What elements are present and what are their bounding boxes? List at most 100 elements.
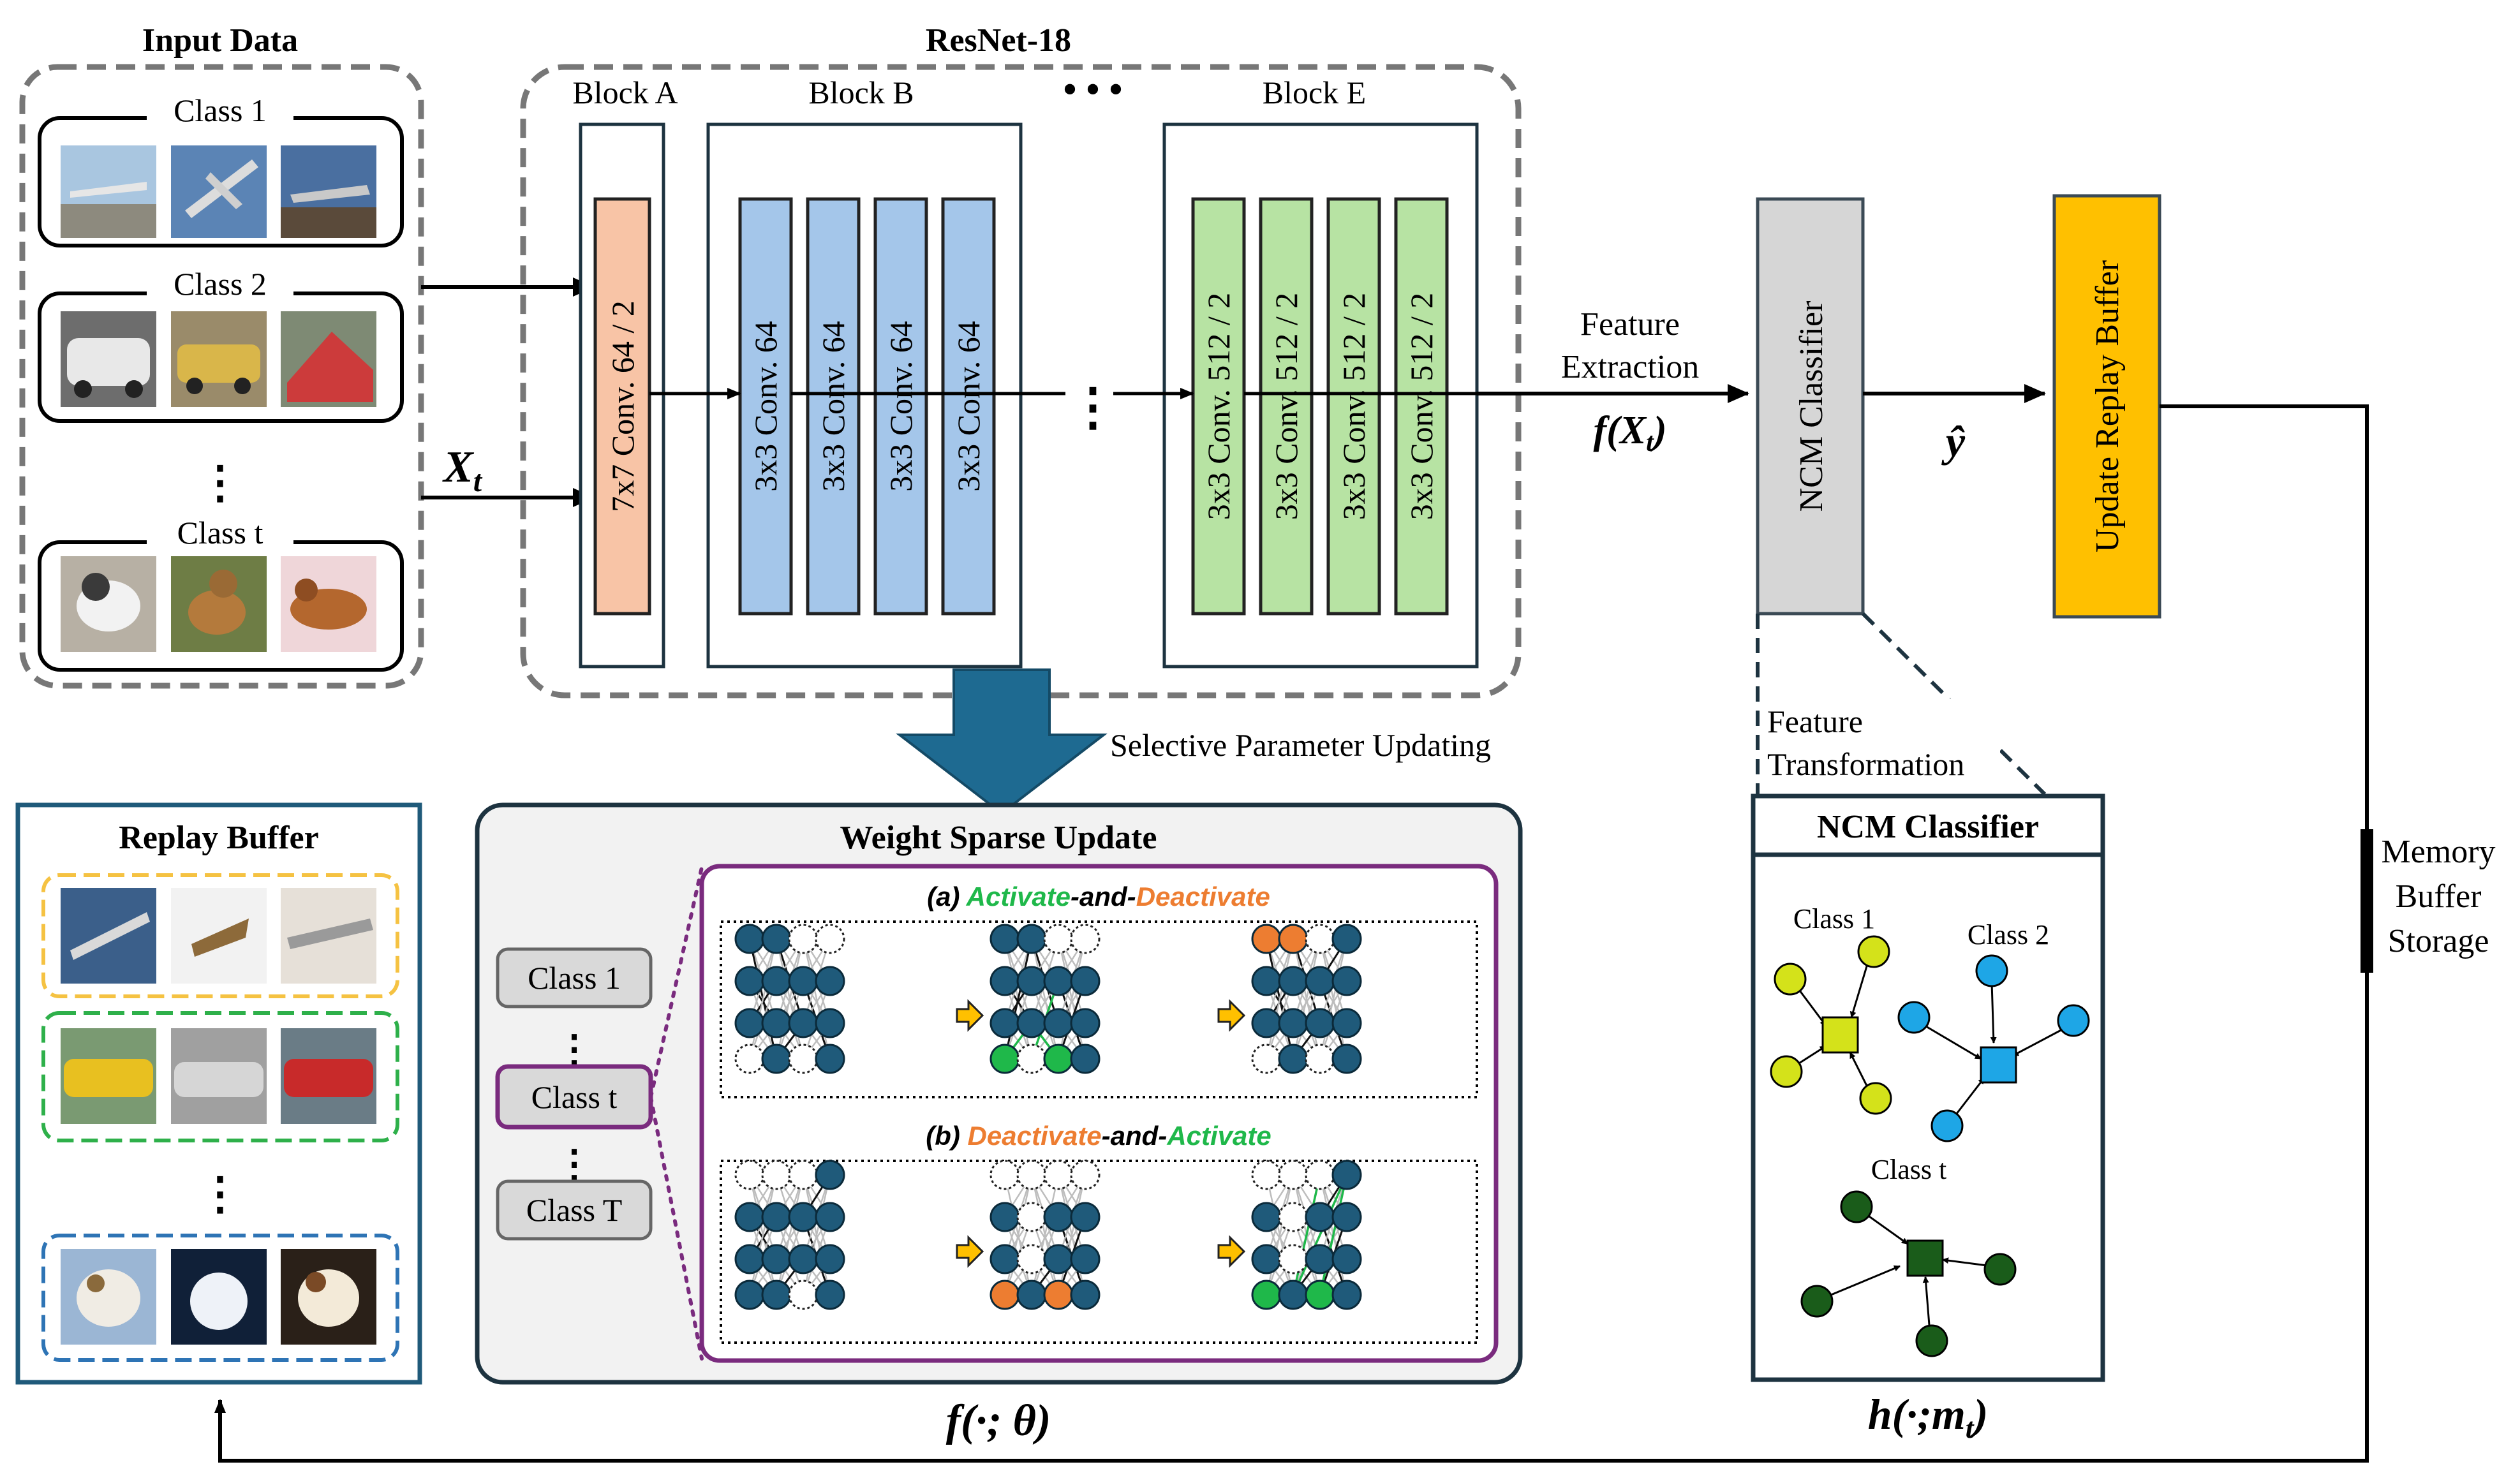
network-node [1331, 1244, 1362, 1274]
block-b-conv-2-label: 3x3 Conv. 64 [815, 321, 851, 492]
network-node [1251, 1044, 1282, 1074]
network-node [1278, 1202, 1308, 1232]
network-node [734, 1244, 765, 1274]
network-node [734, 1008, 765, 1038]
block-e-label: Block E [1263, 75, 1366, 110]
airplane-image-2 [171, 145, 267, 238]
network-node [815, 1202, 845, 1232]
network-node [1070, 1244, 1101, 1274]
network-node [1043, 1008, 1074, 1038]
network-node [1278, 1008, 1308, 1038]
block-b-conv-4-label: 3x3 Conv. 64 [951, 321, 986, 492]
step-arrow-icon [1217, 1235, 1246, 1268]
network-node [788, 1008, 819, 1038]
network-node [815, 1160, 845, 1190]
class-ellipsis: ⋮ [198, 459, 242, 508]
network-node [1251, 1008, 1282, 1038]
network-node [815, 924, 845, 954]
network-node [1305, 966, 1335, 996]
memory-label-2: Buffer [2396, 878, 2482, 915]
network-node [1331, 1202, 1362, 1232]
block-b-conv-3 [873, 197, 928, 616]
network-node [761, 966, 792, 996]
replay-ellipsis: ⋮ [198, 1170, 242, 1219]
prediction-label: ŷ [1941, 417, 1966, 466]
network-node [1043, 966, 1074, 996]
block-e-conv-3-label: 3x3 Conv. 512 / 2 [1336, 293, 1372, 520]
class-1-label: Class 1 [174, 92, 267, 128]
airplane-image-1 [61, 145, 156, 238]
network-node [1331, 1160, 1362, 1190]
network-node [815, 1008, 845, 1038]
network-node [788, 1280, 819, 1310]
network-node [1331, 966, 1362, 996]
network-node [788, 1202, 819, 1232]
network-node [1043, 924, 1074, 954]
network-node [734, 1202, 765, 1232]
row-b-box [720, 1160, 1478, 1344]
network-node [1070, 966, 1101, 996]
network-node [1070, 1280, 1101, 1310]
network-node [761, 1244, 792, 1274]
block-b-label: Block B [808, 75, 914, 110]
network-node [761, 1280, 792, 1310]
network-node [1331, 924, 1362, 954]
block-ellipsis-mid: ⋮ [1067, 380, 1118, 436]
block-b-conv-1-label: 3x3 Conv. 64 [748, 321, 783, 492]
ncm-classifier-box [1756, 197, 1865, 616]
network-node [1016, 1008, 1047, 1038]
class-1-chip [496, 947, 653, 1008]
weight-sparse-panel: Weight Sparse Update Class 1 ⋮ Class t ⋮… [475, 802, 1523, 1385]
ncm-panel: NCM Classifier Class 1 Class 2 [1751, 793, 2105, 1382]
ncm-classifier-label: NCM Classifier [1793, 301, 1830, 512]
network-node [1016, 1044, 1047, 1074]
dog-image-2 [171, 556, 267, 652]
network-node [1016, 924, 1047, 954]
cluster-t-label: Class t [1871, 1154, 1947, 1185]
network-node [1305, 1280, 1335, 1310]
replay-buffer-title: Replay Buffer [119, 820, 318, 856]
network-node [1331, 1044, 1362, 1074]
cluster-2 [1897, 954, 2090, 1142]
network-node [989, 1044, 1020, 1074]
network-node [788, 1244, 819, 1274]
network-node [1305, 1008, 1335, 1038]
network-node [1278, 1244, 1308, 1274]
class-T-chip [496, 1179, 653, 1241]
resnet-panel: ResNet-18 Block A 7x7 Conv. 64 / 2 Block… [520, 22, 1522, 698]
network-node [1043, 1202, 1074, 1232]
chip-ellipsis-1: ⋮ [555, 1028, 593, 1070]
network-node [815, 966, 845, 996]
block-e-conv-1 [1191, 197, 1246, 616]
row-b-caption: (b) Deactivate-and-Activate [926, 1121, 1271, 1151]
memory-label-1: Memory [2381, 834, 2495, 870]
weight-sparse-title: Weight Sparse Update [840, 820, 1157, 856]
class-2-label: Class 2 [174, 266, 267, 302]
network-node [1016, 1280, 1047, 1310]
network-node [734, 1280, 765, 1310]
row-a-box [720, 920, 1478, 1098]
input-data-panel: Input Data Class 1 Class 2 ⋮ Class t [19, 22, 424, 689]
airplane-image-3 [281, 145, 376, 238]
selective-update-label: Selective Parameter Updating [1110, 727, 1491, 763]
network-node [1016, 966, 1047, 996]
input-data-title: Input Data [142, 22, 298, 59]
feature-label-1: Feature [1580, 306, 1680, 343]
block-e-conv-2-label: 3x3 Conv. 512 / 2 [1268, 293, 1304, 520]
block-ellipsis-top: • • • [1063, 68, 1122, 110]
network-node [1251, 966, 1282, 996]
feature-transformation-1: Feature [1767, 704, 1863, 739]
network-node [1251, 1202, 1282, 1232]
block-a-conv-label: 7x7 Conv. 64 / 2 [605, 300, 641, 512]
network-node [989, 966, 1020, 996]
network-node [1043, 1044, 1074, 1074]
replay-group-1 [41, 873, 399, 998]
replay-group-2 [41, 1011, 399, 1142]
network-node [1305, 1044, 1335, 1074]
network-node [1070, 924, 1101, 954]
cluster-2-label: Class 2 [1968, 919, 2049, 950]
network-node [734, 1160, 765, 1190]
block-a-label: Block A [572, 75, 678, 110]
network-node [1043, 1160, 1074, 1190]
network-node [815, 1280, 845, 1310]
